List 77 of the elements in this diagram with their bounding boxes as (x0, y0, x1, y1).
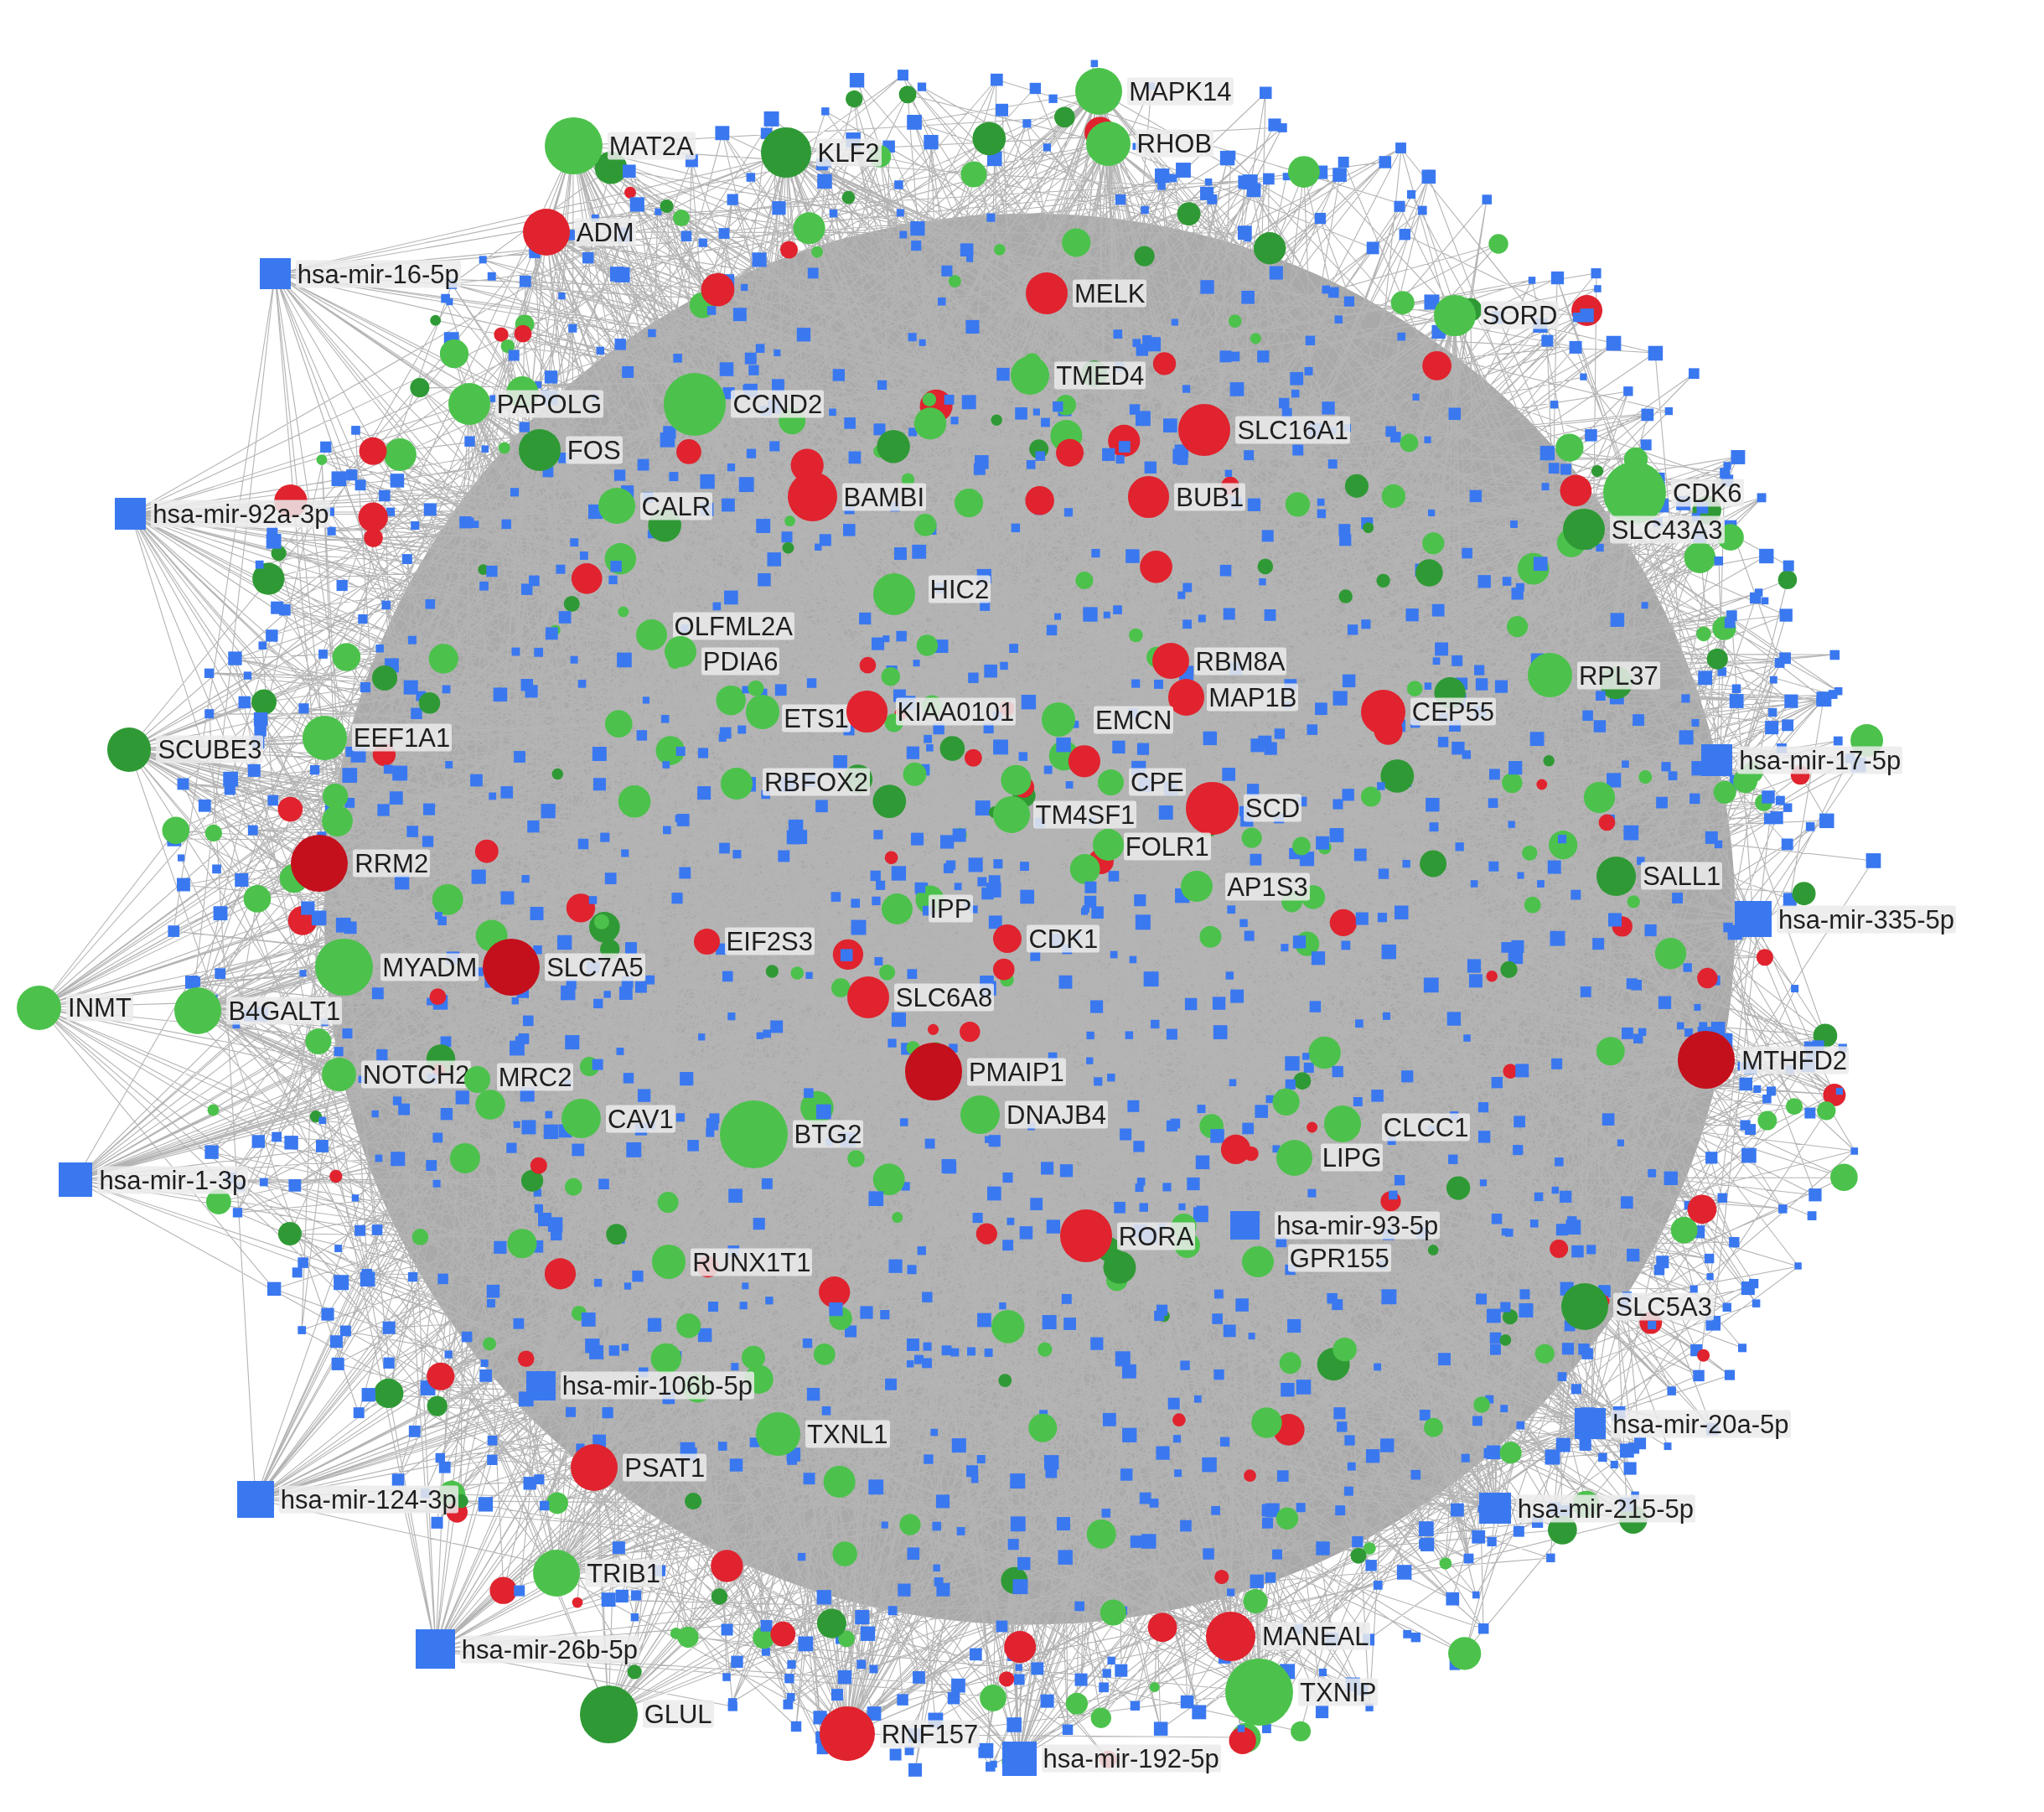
node-label: MELK (1072, 279, 1147, 308)
node-label: EMCN (1094, 706, 1174, 734)
node-label: RRM2 (353, 849, 431, 878)
node-label: MAT2A (607, 132, 696, 160)
node-label: SLC16A1 (1235, 416, 1351, 444)
node-label: hsa-mir-106b-5p (560, 1371, 755, 1400)
node-label: FOLR1 (1123, 832, 1211, 860)
node-label: PMAIP1 (966, 1058, 1066, 1086)
node-label: CCND2 (731, 390, 825, 418)
node-label: AP1S3 (1225, 872, 1310, 901)
node-label: TXNL1 (805, 1420, 890, 1448)
node-label: INMT (66, 993, 133, 1022)
node-label: OLFML2A (672, 612, 794, 640)
node-label: KIAA0101 (895, 697, 1017, 726)
node-label: BUB1 (1174, 483, 1246, 511)
node-label: MAP1B (1207, 683, 1299, 712)
node-label: TRIB1 (585, 1559, 663, 1587)
node-label: CAV1 (606, 1105, 675, 1133)
node-label: hsa-mir-1-3p (97, 1166, 249, 1194)
node-label: hsa-mir-26b-5p (459, 1635, 640, 1664)
node-label: PDIA6 (701, 647, 780, 676)
node-label: ETS1 (782, 704, 851, 733)
node-label: SORD (1480, 301, 1560, 329)
node-label: DNAJB4 (1005, 1100, 1108, 1129)
node-label: B4GALT1 (226, 997, 343, 1024)
node-label: hsa-mir-17-5p (1737, 746, 1903, 774)
node-label: SLC7A5 (545, 953, 645, 981)
node-label: hsa-mir-192-5p (1041, 1744, 1221, 1773)
node-label: CEP55 (1410, 697, 1497, 726)
node-label: HIC2 (928, 575, 991, 603)
node-label: RBFOX2 (762, 768, 870, 796)
node-label: NOTCH2 (360, 1060, 472, 1089)
node-label: ADM (574, 218, 636, 246)
node-label: SCD (1243, 794, 1302, 822)
node-label: BAMBI (841, 483, 927, 511)
node-label: MAPK14 (1127, 77, 1234, 106)
node-label: CLCC1 (1381, 1113, 1471, 1142)
node-label: TM4SF1 (1033, 800, 1137, 829)
node-label: GLUL (642, 1700, 714, 1728)
node-label: SCUBE3 (156, 735, 264, 764)
node-label: CDK1 (1027, 924, 1100, 953)
node-label: TMED4 (1054, 361, 1146, 390)
node-label: LIPG (1320, 1143, 1384, 1172)
node-label: MANEAL (1260, 1622, 1371, 1650)
node-label: RUNX1T1 (691, 1248, 813, 1276)
node-label: IPP (928, 894, 974, 923)
node-label: KLF2 (815, 138, 882, 167)
node-label: RBM8A (1193, 647, 1287, 676)
node-label: SLC5A3 (1613, 1292, 1714, 1321)
node-label: FOS (565, 436, 623, 464)
node-label: RORA (1116, 1222, 1196, 1250)
node-label: hsa-mir-16-5p (295, 260, 461, 288)
node-label: EEF1A1 (351, 723, 453, 752)
node-label: SALL1 (1641, 862, 1723, 890)
node-label: RHOB (1135, 129, 1214, 158)
node-label: RPL37 (1576, 661, 1660, 690)
node-label: PSAT1 (623, 1453, 707, 1482)
node-label: GPR155 (1287, 1244, 1391, 1272)
node-label: hsa-mir-92a-3p (151, 500, 331, 528)
node-label: MTHFD2 (1740, 1046, 1850, 1074)
node-label: EIF2S3 (724, 927, 815, 955)
node-label: hsa-mir-124-3p (278, 1485, 458, 1514)
node-label: CPE (1129, 768, 1186, 796)
node-label: RNF157 (879, 1720, 981, 1748)
node-label: CDK6 (1670, 479, 1744, 507)
node-label: SLC6A8 (893, 983, 995, 1012)
node-label: TXNIP (1298, 1678, 1379, 1706)
node-label: hsa-mir-335-5p (1776, 905, 1957, 934)
node-label: SLC43A3 (1609, 515, 1725, 543)
node-label: PAPOLG (494, 390, 604, 418)
node-label: MYADM (380, 953, 479, 981)
node-label: hsa-mir-93-5p (1275, 1211, 1441, 1240)
node-label: hsa-mir-215-5p (1515, 1494, 1695, 1523)
node-label: BTG2 (792, 1120, 864, 1148)
node-label: MRC2 (496, 1063, 574, 1091)
node-label: CALR (639, 492, 713, 520)
node-label: hsa-mir-20a-5p (1611, 1410, 1791, 1438)
